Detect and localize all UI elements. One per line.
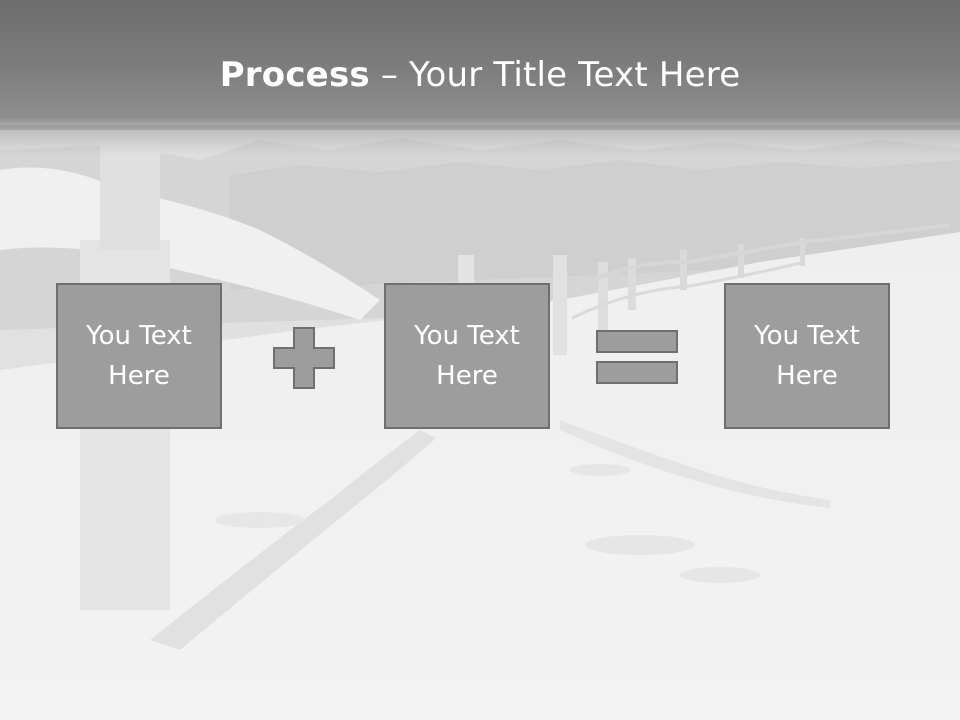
slide-title-bold: Process — [219, 55, 370, 95]
title-bar-fade — [0, 125, 960, 155]
process-box-1[interactable]: You Text Here — [56, 283, 222, 429]
title-bar — [0, 0, 960, 130]
plus-icon — [273, 327, 335, 389]
process-box-1-text: You Text Here — [86, 321, 192, 391]
process-box-2-text: You Text Here — [414, 321, 520, 391]
slide-title-rest: – Your Title Text Here — [369, 55, 741, 95]
process-box-3[interactable]: You Text Here — [724, 283, 890, 429]
slide-title: Process – Your Title Text Here — [0, 52, 960, 98]
process-box-3-text: You Text Here — [754, 321, 860, 391]
equals-icon — [596, 330, 678, 384]
process-box-2[interactable]: You Text Here — [384, 283, 550, 429]
